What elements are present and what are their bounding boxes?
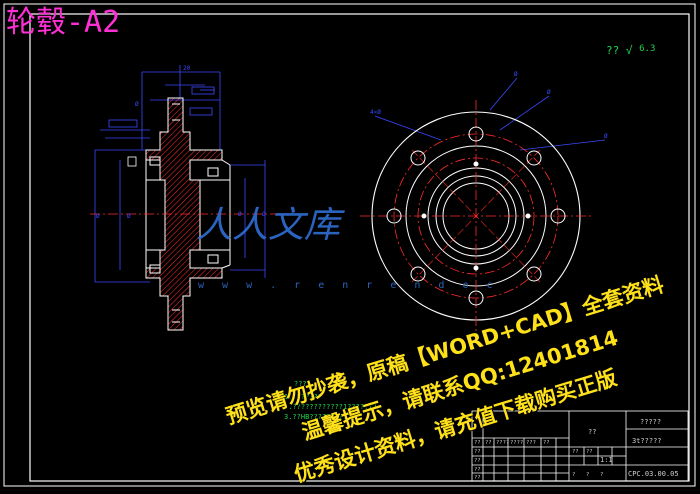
note-heading: ???? <box>294 380 311 388</box>
svg-text:??: ?? <box>485 440 492 446</box>
svg-text:Ø: Ø <box>547 89 551 96</box>
scale-cell: 1:1 <box>600 456 613 464</box>
note-3: 3.??HB????????? <box>284 413 347 421</box>
note-1: 1.??????? <box>284 393 322 401</box>
svg-text:??: ?? <box>474 458 481 464</box>
section-view: Ø Ø Ø Ø 20Ø <box>90 65 280 331</box>
svg-text:?: ? <box>572 472 575 478</box>
svg-text:???: ??? <box>526 440 536 446</box>
roughness-note: ?? √ 6.3 <box>606 44 655 57</box>
note-2: 2.????????????1?????12 <box>284 403 377 411</box>
outer-frame <box>3 3 696 487</box>
svg-text:Ø: Ø <box>96 213 100 220</box>
svg-text:????: ???? <box>496 440 509 446</box>
svg-text:??: ?? <box>543 440 550 446</box>
svg-text:Ø: Ø <box>262 211 266 218</box>
company-cell: ????? <box>640 418 661 426</box>
svg-text:??: ?? <box>572 449 579 455</box>
roughness-value: 6.3 <box>639 44 656 54</box>
svg-text:??: ?? <box>474 475 481 481</box>
svg-text:Ø: Ø <box>135 101 139 108</box>
svg-text:Ø: Ø <box>127 213 131 220</box>
drawing-number-cell: CPC.03.00.05 <box>628 470 679 478</box>
svg-text:??: ?? <box>474 440 481 446</box>
svg-text:??: ?? <box>586 449 593 455</box>
watermark-site: w w w . r e n r e n d o c <box>198 280 499 291</box>
material-cell: 3t????? <box>632 437 662 445</box>
roughness-icon: √ <box>625 44 633 57</box>
svg-text:Ø: Ø <box>238 211 242 218</box>
technical-notes: ???? 1.??????? 2.????????????1?????12 3.… <box>284 380 377 421</box>
svg-text:Ø: Ø <box>514 71 518 78</box>
svg-text:4×Ø: 4×Ø <box>370 109 381 116</box>
svg-text:?: ? <box>600 472 603 478</box>
drawing-title: 轮毂-A2 <box>6 5 121 40</box>
svg-text:Ø: Ø <box>604 133 608 140</box>
svg-text:??: ?? <box>474 449 481 455</box>
svg-text:?: ? <box>586 472 589 478</box>
svg-text:????: ???? <box>510 440 523 446</box>
front-view: 4×Ø Ø Ø Ø <box>360 71 608 332</box>
roughness-prefix: ?? <box>606 44 620 57</box>
svg-text:20: 20 <box>183 65 191 72</box>
inner-frame <box>29 13 690 482</box>
svg-text:??: ?? <box>474 467 481 473</box>
watermark-logo: 人人文库 <box>196 205 341 246</box>
part-name-cell: ?? <box>588 428 596 436</box>
title-block <box>471 410 689 482</box>
